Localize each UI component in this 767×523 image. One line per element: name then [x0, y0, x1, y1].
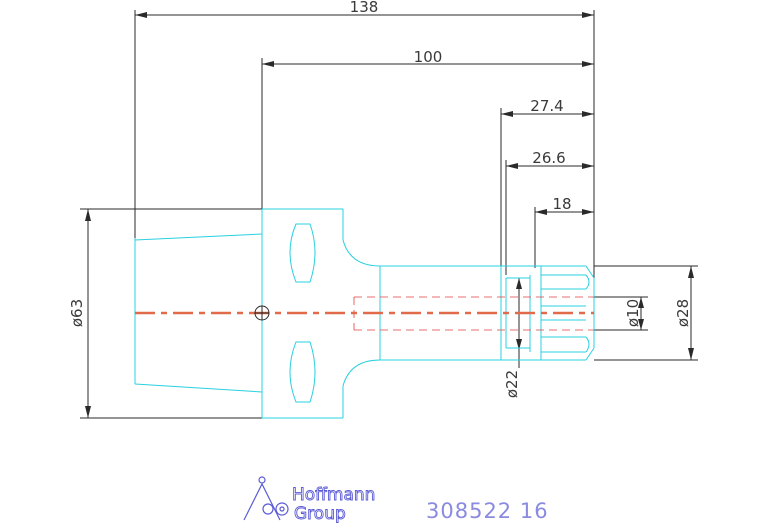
- dim-diameter-63: ø63: [68, 299, 86, 327]
- hoffmann-logo-icon: [243, 476, 289, 521]
- dimension-lines: [80, 10, 698, 419]
- logo-text-hoffmann: Hoffmann: [292, 485, 375, 505]
- part-number: 308522 16: [426, 499, 549, 523]
- dim-overall-length: 138: [350, 0, 379, 16]
- dim-length-27-4: 27.4: [530, 97, 563, 115]
- center-mark-icon: [254, 305, 270, 321]
- logo-text-group: Group: [294, 504, 346, 523]
- dimension-arrows: [85, 12, 694, 418]
- dim-body-length: 100: [414, 48, 443, 66]
- dim-diameter-22: ø22: [503, 370, 521, 398]
- dim-length-26-6: 26.6: [532, 149, 565, 167]
- dim-diameter-28: ø28: [674, 299, 692, 327]
- part-outline: [134, 208, 595, 419]
- dim-length-18: 18: [552, 195, 571, 213]
- dim-diameter-10: ø10: [624, 299, 642, 327]
